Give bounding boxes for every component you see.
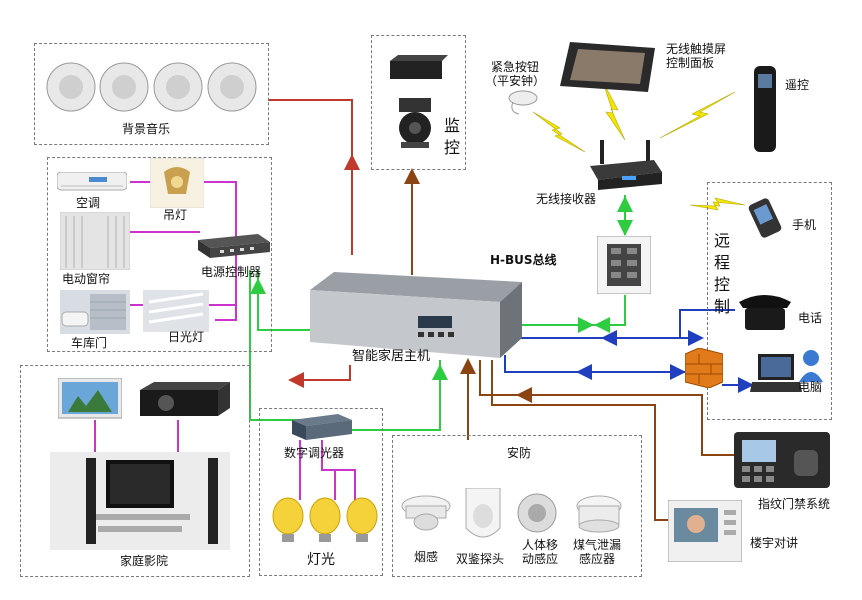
label-wireless-receiver: 无线接收器: [536, 192, 597, 206]
dimmer-device: [292, 414, 352, 440]
wire-hbus: [520, 295, 626, 326]
label-dimmer: 数字调光器: [284, 446, 345, 460]
group-lighting: [259, 408, 383, 576]
wall-switch-panel: [597, 236, 651, 294]
mobile-phone-device: [748, 198, 782, 238]
gas-sensor-device: [576, 495, 622, 533]
panic-button-device: [508, 90, 538, 115]
label-curtain: 电动窗帘: [62, 272, 111, 286]
label-computer: 电脑: [798, 380, 823, 394]
wire-bgmusic: [268, 99, 353, 255]
bulbs-device: [272, 497, 378, 542]
dual-detector-device: [465, 488, 501, 538]
telephone-device: [739, 295, 791, 330]
ptz-camera: [399, 98, 431, 148]
access-control-device: [734, 432, 830, 488]
firewall-icon: [685, 348, 723, 388]
label-mobile-phone: 手机: [792, 218, 817, 232]
smoke-detector-device: [401, 495, 451, 531]
garage-door-device: [60, 290, 130, 334]
label-host: 智能家居主机: [352, 349, 431, 364]
label-panic-button: 紧急按钮 （平安钟）: [485, 60, 546, 88]
group-theater: [20, 365, 250, 577]
intercom-device: [668, 500, 742, 562]
wireless-signals: [532, 81, 746, 211]
label-hbus: H-BUS总线: [490, 253, 557, 267]
projector-screen-device: [58, 378, 122, 419]
wireless-receiver-device: [590, 140, 662, 190]
wire-network: [504, 355, 690, 373]
air-conditioner-device: [57, 172, 127, 191]
label-dual-detector: 双鉴探头: [456, 552, 505, 566]
home-theater-system: [50, 452, 230, 550]
chandelier-device: [150, 158, 204, 208]
wire-access: [479, 360, 736, 456]
label-smoke: 烟感: [414, 550, 439, 564]
label-remote-control: 远程控制: [714, 231, 731, 316]
label-fluorescent: 日光灯: [168, 330, 205, 344]
remote-device: [754, 66, 776, 152]
curtain-device: [60, 212, 130, 270]
label-bg-music: 背景音乐: [122, 122, 171, 136]
label-security: 安防: [507, 446, 532, 460]
wire-theater: [288, 365, 351, 388]
label-lighting: 灯光: [307, 552, 335, 568]
label-garage-door: 车库门: [71, 336, 108, 350]
laptop-device: [750, 354, 802, 392]
dvr-recorder: [390, 55, 448, 79]
wire-intercom: [491, 360, 668, 521]
label-monitor: 监控: [444, 116, 461, 157]
label-motion: 人体移 动感应: [522, 538, 559, 566]
label-gas: 煤气泄漏 感应器: [573, 538, 622, 566]
ceiling-speakers: [46, 62, 257, 112]
wire-dimmer: [249, 270, 310, 421]
label-access-control: 指纹门禁系统: [758, 497, 831, 511]
group-remote: [707, 182, 832, 420]
touch-panel-device: [560, 42, 655, 92]
smart-home-host-device: [310, 272, 522, 358]
projector-device: [140, 382, 230, 416]
group-monitor: [371, 35, 466, 170]
motion-sensor-device: [517, 493, 557, 533]
label-remote: 遥控: [785, 78, 810, 92]
label-air-conditioner: 空调: [76, 196, 101, 210]
label-chandelier: 吊灯: [163, 208, 188, 222]
fluorescent-device: [143, 290, 209, 332]
label-touch-panel: 无线触摸屏 控制面板: [666, 42, 727, 70]
group-bg-music: [34, 43, 269, 145]
label-telephone: 电话: [798, 311, 823, 325]
user-icon: [799, 350, 823, 382]
power-controller-device: [198, 234, 270, 258]
label-intercom: 楼宇对讲: [750, 536, 799, 550]
label-home-theater: 家庭影院: [120, 554, 169, 568]
label-power-controller: 电源控制器: [201, 265, 262, 279]
group-security: [392, 435, 642, 577]
